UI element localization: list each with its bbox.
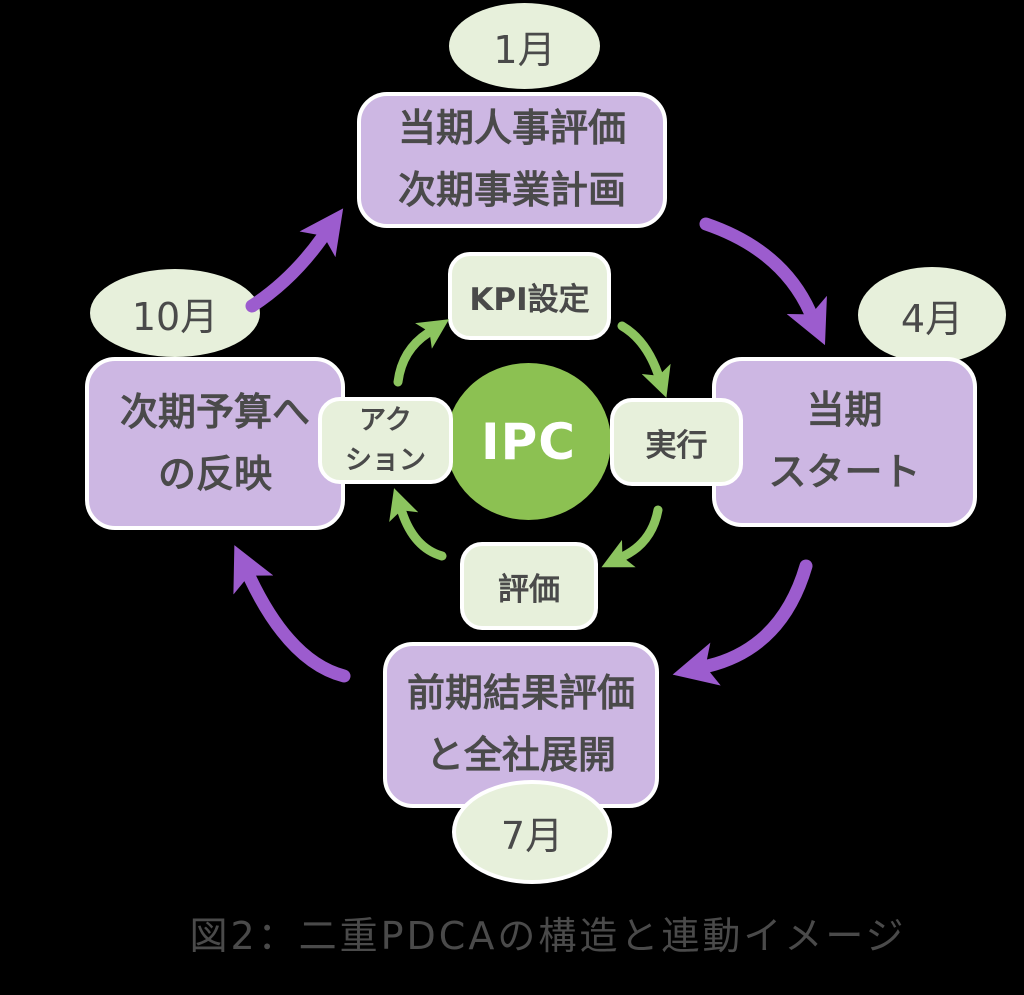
arrow-inner-do-to-check-icon: [601, 505, 663, 568]
outer-node-top: 当期人事評価 次期事業計画: [357, 92, 667, 228]
month-bubble-april: 4月: [858, 267, 1006, 363]
arrow-outer-top-right-icon: [699, 217, 827, 346]
center-circle: IPC: [446, 363, 611, 520]
outer-node-right: 当期 スタート: [712, 357, 977, 527]
arrow-outer-bottom-right-icon: [672, 559, 813, 686]
arrow-inner-check-to-action-icon: [389, 488, 447, 561]
arrow-inner-action-to-plan-icon: [393, 319, 450, 387]
month-bubble-july: 7月: [452, 780, 612, 884]
outer-node-left: 次期予算へ の反映: [85, 357, 345, 530]
center-label: IPC: [481, 412, 576, 471]
figure-caption: 図2：二重PDCAの構造と連動イメージ: [189, 914, 907, 958]
inner-step-check: 評価: [460, 542, 598, 630]
arrow-inner-plan-to-do-icon: [617, 321, 671, 398]
month-label-january: 1月: [493, 27, 556, 72]
month-label-july: 7月: [500, 813, 564, 858]
inner-step-action: アク ション: [318, 397, 453, 484]
month-bubble-january: 1月: [449, 3, 600, 89]
arrow-outer-top-left-icon: [245, 208, 344, 313]
month-bubble-october: 10月: [90, 269, 260, 357]
arrow-outer-bottom-left-icon: [233, 545, 351, 683]
inner-step-plan: KPI設定: [448, 252, 611, 340]
month-label-october: 10月: [131, 294, 219, 339]
month-label-april: 4月: [900, 296, 964, 341]
inner-step-do: 実行: [610, 398, 743, 486]
